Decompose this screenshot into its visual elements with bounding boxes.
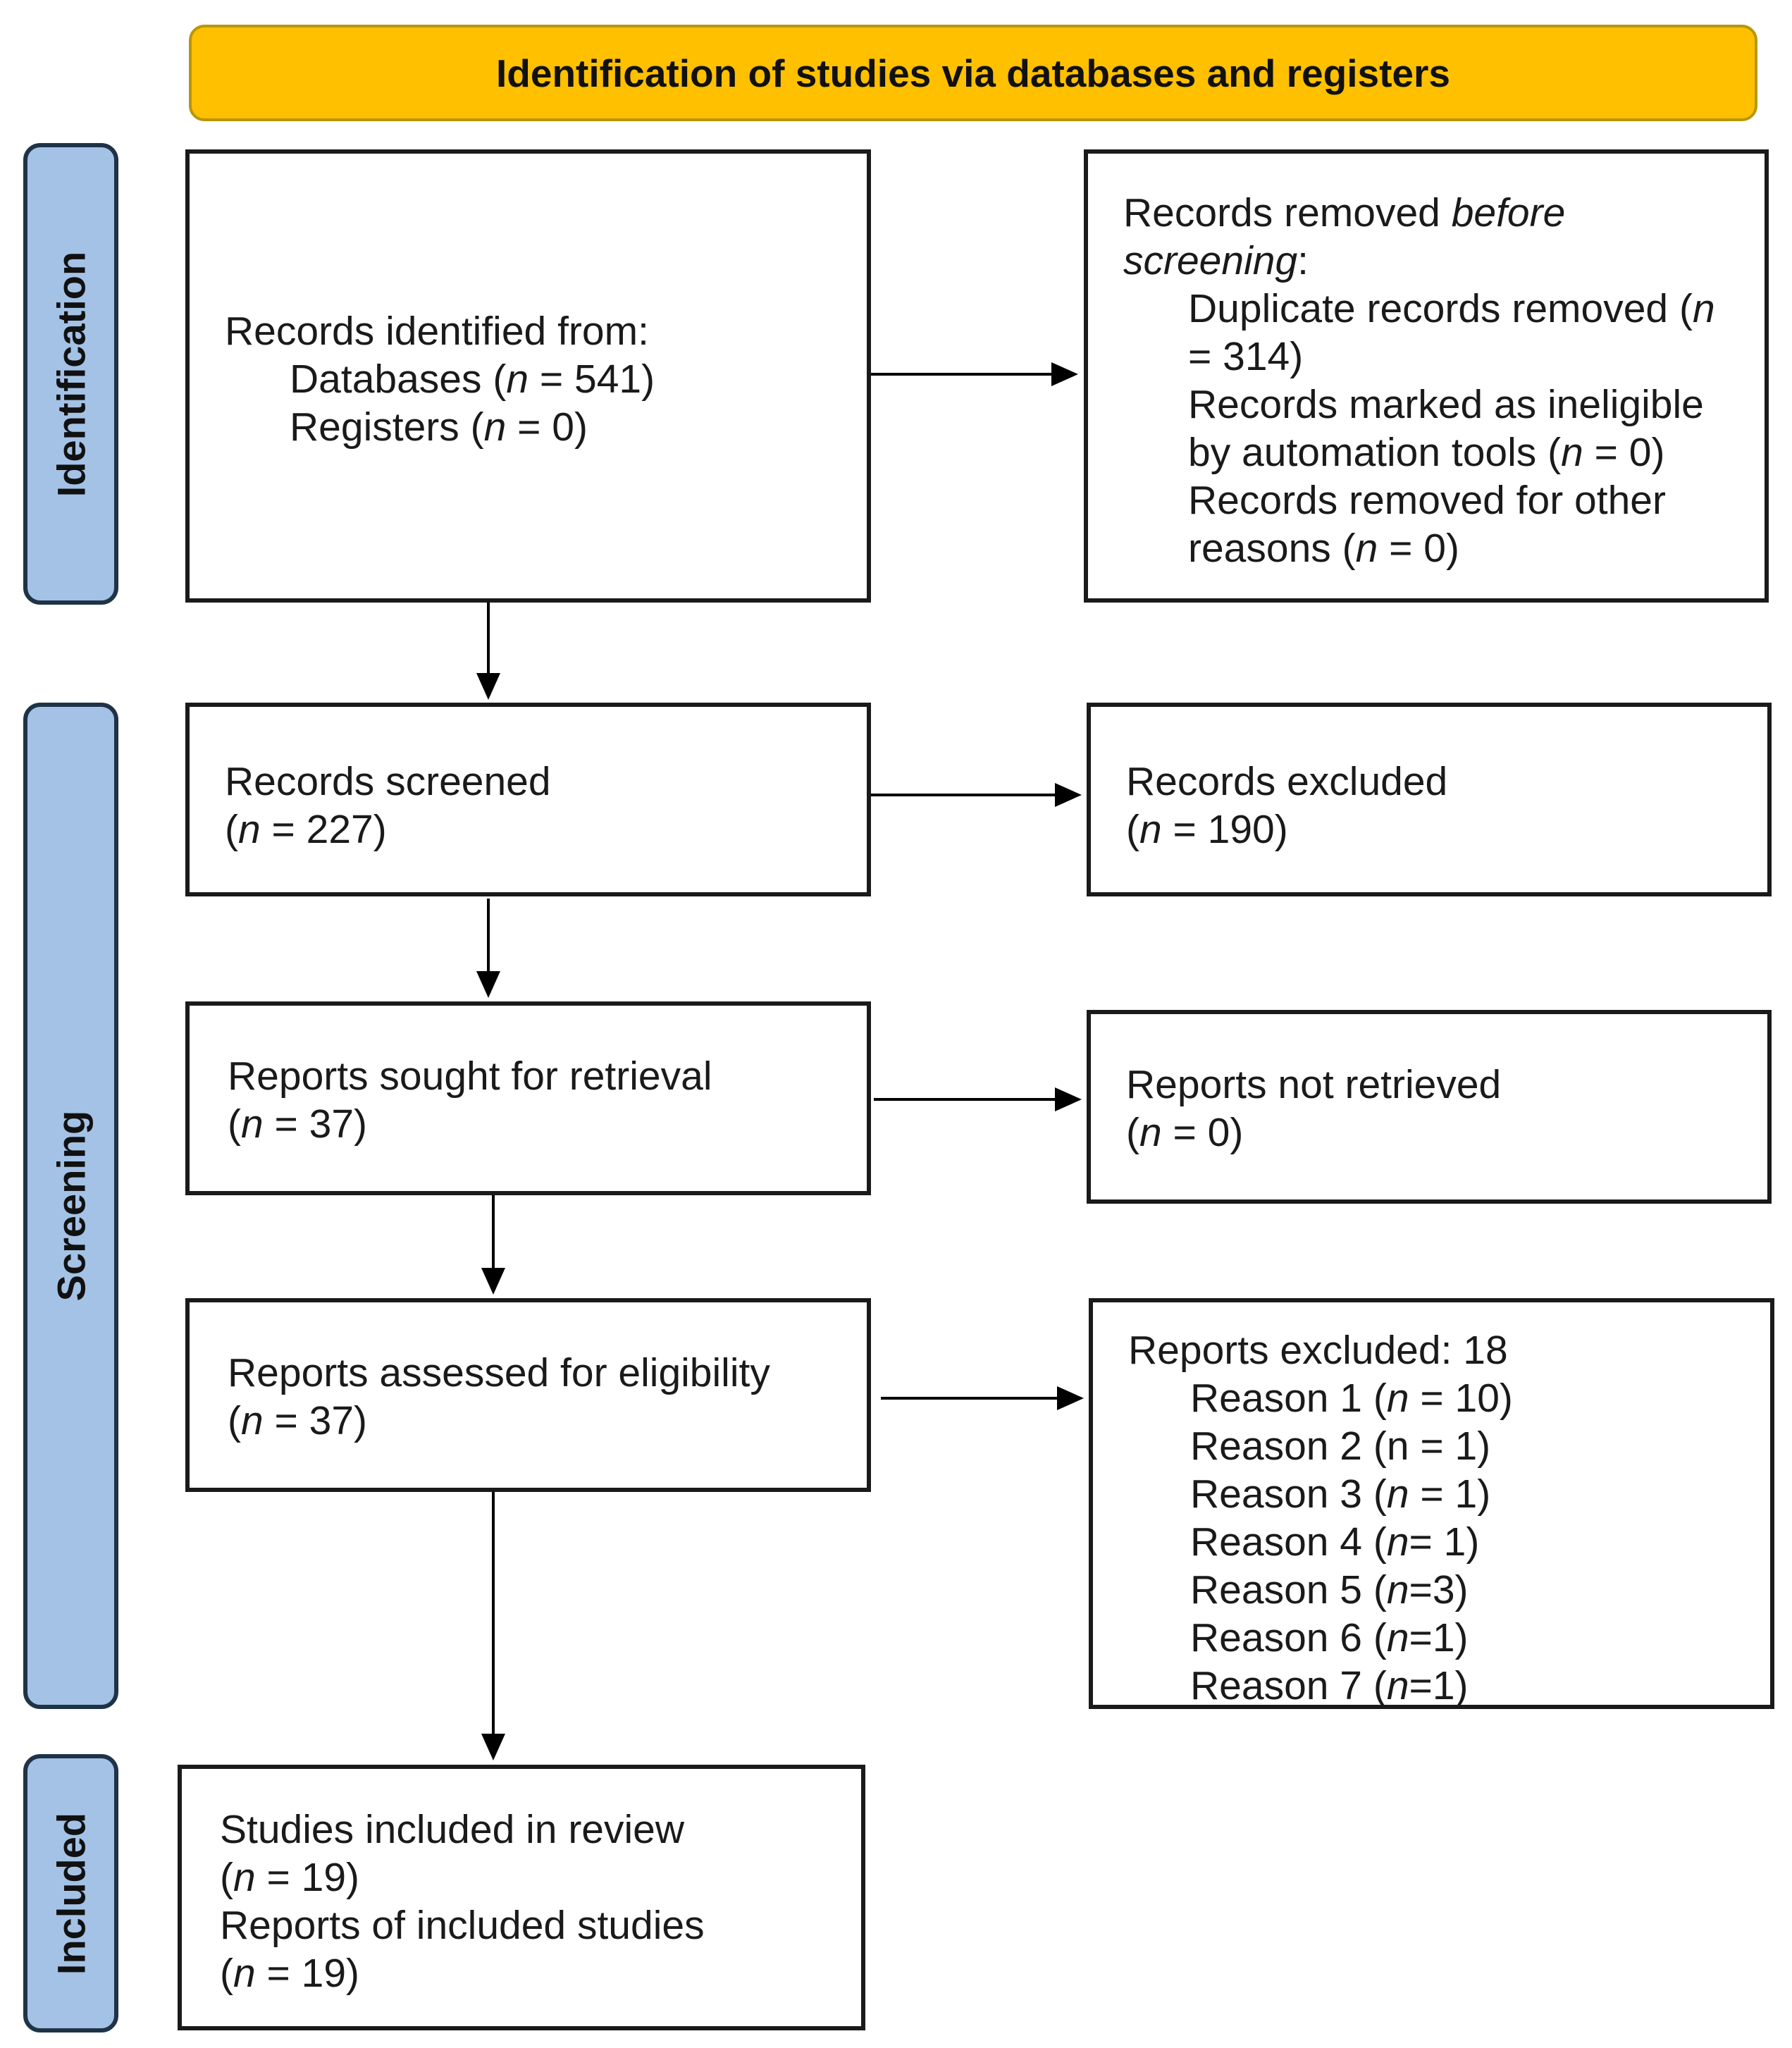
records-screened-count: (n = 227) [225,807,387,852]
studies-included-box: Studies included in review (n = 19) Repo… [178,1765,865,2030]
header-banner: Identification of studies via databases … [189,25,1757,121]
exclusion-reason-2: Reason 2 (n = 1) [1190,1424,1491,1469]
stage-included: Included [23,1754,118,2032]
reports-included-label: Reports of included studies [220,1903,705,1948]
stage-screening: Screening [23,703,118,1709]
reports-included-count: (n = 19) [220,1951,360,1996]
reports-assessed-box: Reports assessed for eligibility (n = 37… [185,1298,871,1492]
exclusion-reason-6: Reason 6 (n=1) [1190,1615,1469,1660]
arrowhead [1055,1087,1082,1111]
exclusion-reason-7: Reason 7 (n=1) [1190,1663,1469,1708]
reports-sought-label: Reports sought for retrieval [228,1054,712,1099]
arrowhead [476,971,500,998]
reports-sought-box: Reports sought for retrieval (n = 37) [185,1001,871,1195]
studies-included-label: Studies included in review [220,1807,685,1852]
arrowhead [481,1734,505,1760]
registers-count: Registers (n = 0) [290,405,588,450]
arrowhead [476,673,500,700]
records-excluded-count: (n = 190) [1126,807,1288,852]
records-excluded-box: Records excluded (n = 190) [1087,703,1772,896]
records-identified-box: Records identified from: Databases (n = … [185,149,871,603]
reports-sought-count: (n = 37) [228,1102,368,1147]
reports-not-retrieved-box: Reports not retrieved (n = 0) [1087,1010,1772,1204]
reports-not-retrieved-label: Reports not retrieved [1126,1062,1502,1107]
reports-assessed-label: Reports assessed for eligibility [228,1350,770,1395]
exclusion-reason-1: Reason 1 (n = 10) [1190,1376,1513,1421]
reports-excluded-heading: Reports excluded: 18 [1128,1328,1508,1373]
arrowhead [481,1268,505,1295]
exclusion-reason-5: Reason 5 (n=3) [1190,1567,1469,1612]
records-removed-box: Records removed before screening: Duplic… [1084,149,1769,603]
other-removed: Records removed for other [1188,478,1666,523]
reports-assessed-count: (n = 37) [228,1398,368,1443]
records-excluded-label: Records excluded [1126,759,1448,804]
reports-excluded-box: Reports excluded: 18 Reason 1 (n = 10)Re… [1089,1298,1774,1709]
records-removed-heading: Records removed before [1123,190,1566,235]
ineligible-removed: Records marked as ineligible [1188,382,1704,427]
records-screened-box: Records screened (n = 227) [185,703,871,896]
exclusion-reason-3: Reason 3 (n = 1) [1190,1472,1491,1517]
studies-included-count: (n = 19) [220,1855,360,1900]
arrowhead [1055,783,1082,807]
arrowhead [1057,1386,1084,1410]
exclusion-reason-4: Reason 4 (n= 1) [1190,1519,1480,1565]
arrowhead [1051,362,1078,386]
reports-not-retrieved-count: (n = 0) [1126,1110,1244,1155]
duplicates-removed: Duplicate records removed (n [1188,286,1715,331]
records-screened-label: Records screened [225,759,551,804]
stage-identification: Identification [23,143,118,605]
databases-count: Databases (n = 541) [290,357,655,402]
header-title: Identification of studies via databases … [496,51,1450,95]
records-identified-heading: Records identified from: [225,309,649,354]
